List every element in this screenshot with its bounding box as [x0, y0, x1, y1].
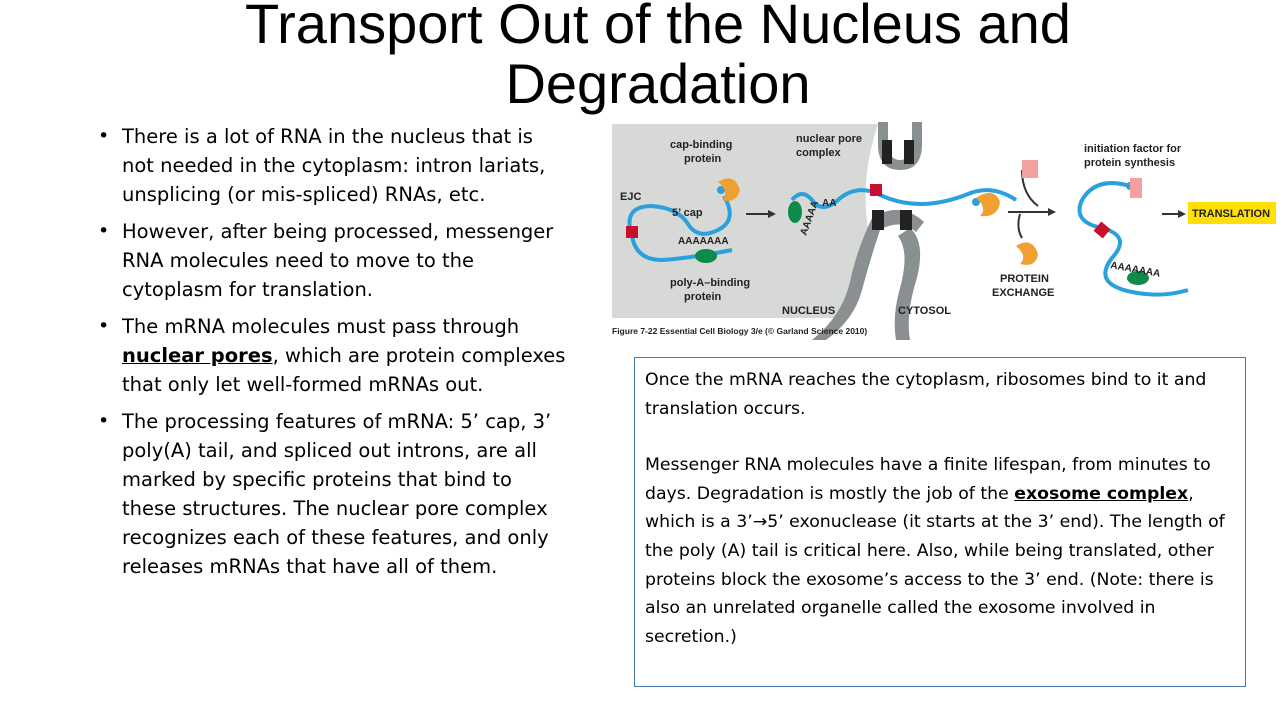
- arrow-1-icon: [768, 210, 776, 218]
- bullet-icon: •: [98, 220, 110, 242]
- label-nuclear-pore-2: complex: [796, 147, 842, 159]
- label-polya-binding-2: protein: [684, 291, 722, 303]
- five-prime-cap-2-icon: [972, 198, 980, 206]
- bullet-text-post: , which are protein complexes that only …: [122, 344, 566, 396]
- exosome-note-box: Once the mRNA reaches the cytoplasm, rib…: [634, 357, 1246, 687]
- arrow-translation-icon: [1178, 210, 1186, 218]
- polya-binding-protein-2-icon: [788, 201, 802, 223]
- bullet-text-pre: The mRNA molecules must pass through: [122, 315, 520, 338]
- note-text-mid: , which is a 3’: [645, 483, 1194, 533]
- label-cap-binding: cap-binding: [670, 139, 732, 151]
- bullet-text: The processing features of mRNA: 5’ cap,…: [122, 410, 552, 578]
- bullet-text: However, after being processed, messenge…: [122, 220, 554, 301]
- arrow-right-icon: →: [752, 512, 768, 533]
- nuclear-pore-bottom-right: [894, 228, 921, 340]
- bullet-item: • The mRNA molecules must pass through n…: [98, 312, 568, 399]
- label-translation: TRANSLATION: [1192, 208, 1270, 220]
- bullet-list: • There is a lot of RNA in the nucleus t…: [98, 122, 568, 589]
- label-5-cap: 5’ cap: [672, 207, 703, 219]
- figure-caption: Figure 7-22 Essential Cell Biology 3/e (…: [612, 326, 867, 336]
- nuclear-pore-bottom-icon: [812, 209, 924, 340]
- released-cap-protein-icon: [1016, 242, 1038, 265]
- nuclear-pores-term: nuclear pores: [122, 344, 273, 367]
- label-initiation-factor-2: protein synthesis: [1084, 157, 1175, 169]
- pore-dark-top-right: [904, 140, 914, 164]
- mrna-strand-exporting: [790, 188, 1018, 209]
- slide-title-line-2: Degradation: [505, 52, 811, 115]
- label-polya-binding: poly-A–binding: [670, 277, 750, 289]
- slide-title-line-1: Transport Out of the Nucleus and: [245, 0, 1071, 55]
- note-paragraph-1: Once the mRNA reaches the cytoplasm, rib…: [645, 370, 1207, 419]
- label-cytosol: CYTOSOL: [898, 305, 951, 317]
- label-initiation-factor: initiation factor for: [1084, 143, 1182, 155]
- bullet-item: • There is a lot of RNA in the nucleus t…: [98, 122, 568, 209]
- bullet-icon: •: [98, 410, 110, 432]
- bullet-item: • However, after being processed, messen…: [98, 217, 568, 304]
- bullet-icon: •: [98, 315, 110, 337]
- note-paragraph-2: Messenger RNA molecules have a finite li…: [645, 451, 1235, 651]
- label-ejc: EJC: [620, 191, 641, 203]
- pore-dark-bottom-right: [900, 210, 912, 230]
- initiation-factor-bound-icon: [1130, 178, 1142, 198]
- label-cap-binding-2: protein: [684, 153, 722, 165]
- mrna-export-figure: cap-binding protein nuclear pore complex…: [610, 118, 1280, 340]
- exchange-arrow-out: [1017, 213, 1023, 239]
- bullet-text: There is a lot of RNA in the nucleus tha…: [122, 125, 546, 206]
- ejc-protein-3-icon: [1093, 221, 1111, 239]
- slide-title: Transport Out of the Nucleus and Degrada…: [150, 0, 1166, 114]
- initiation-factor-icon: [1022, 160, 1038, 178]
- bullet-item: • The processing features of mRNA: 5’ ca…: [98, 407, 568, 581]
- ejc-protein-2-icon: [870, 184, 882, 196]
- pore-dark-bottom-left: [872, 210, 884, 230]
- nucleus-region: [612, 124, 878, 318]
- label-protein-exchange: PROTEIN: [1000, 273, 1049, 285]
- label-nucleus: NUCLEUS: [782, 305, 835, 317]
- cap-binding-protein-2-icon: [976, 192, 1000, 217]
- polya-binding-protein-3-icon: [1127, 271, 1149, 285]
- mrna-strand-cytosol: [1077, 181, 1189, 297]
- label-nuclear-pore: nuclear pore: [796, 133, 862, 145]
- bullet-icon: •: [98, 125, 110, 147]
- note-spacer: [645, 423, 1235, 451]
- pore-dark-top-left: [882, 140, 892, 164]
- note-text-post: 5’ exonuclease (it starts at the 3’ end)…: [645, 512, 1225, 647]
- label-aa: AA: [822, 198, 836, 209]
- label-protein-exchange-2: EXCHANGE: [992, 287, 1054, 299]
- figure-diagram: cap-binding protein nuclear pore complex…: [612, 122, 1276, 340]
- five-prime-cap-icon: [717, 186, 725, 194]
- translation-box: [1188, 202, 1276, 224]
- polya-binding-protein-icon: [695, 249, 717, 263]
- label-polya: AAAAAAA: [678, 236, 729, 247]
- cap-binding-protein-icon: [718, 178, 740, 201]
- exchange-arrowhead-icon: [1048, 208, 1056, 216]
- ejc-protein-icon: [626, 226, 638, 238]
- note-text-pre: Messenger RNA molecules have a finite li…: [645, 455, 1211, 504]
- exosome-complex-term: exosome complex: [1014, 483, 1189, 504]
